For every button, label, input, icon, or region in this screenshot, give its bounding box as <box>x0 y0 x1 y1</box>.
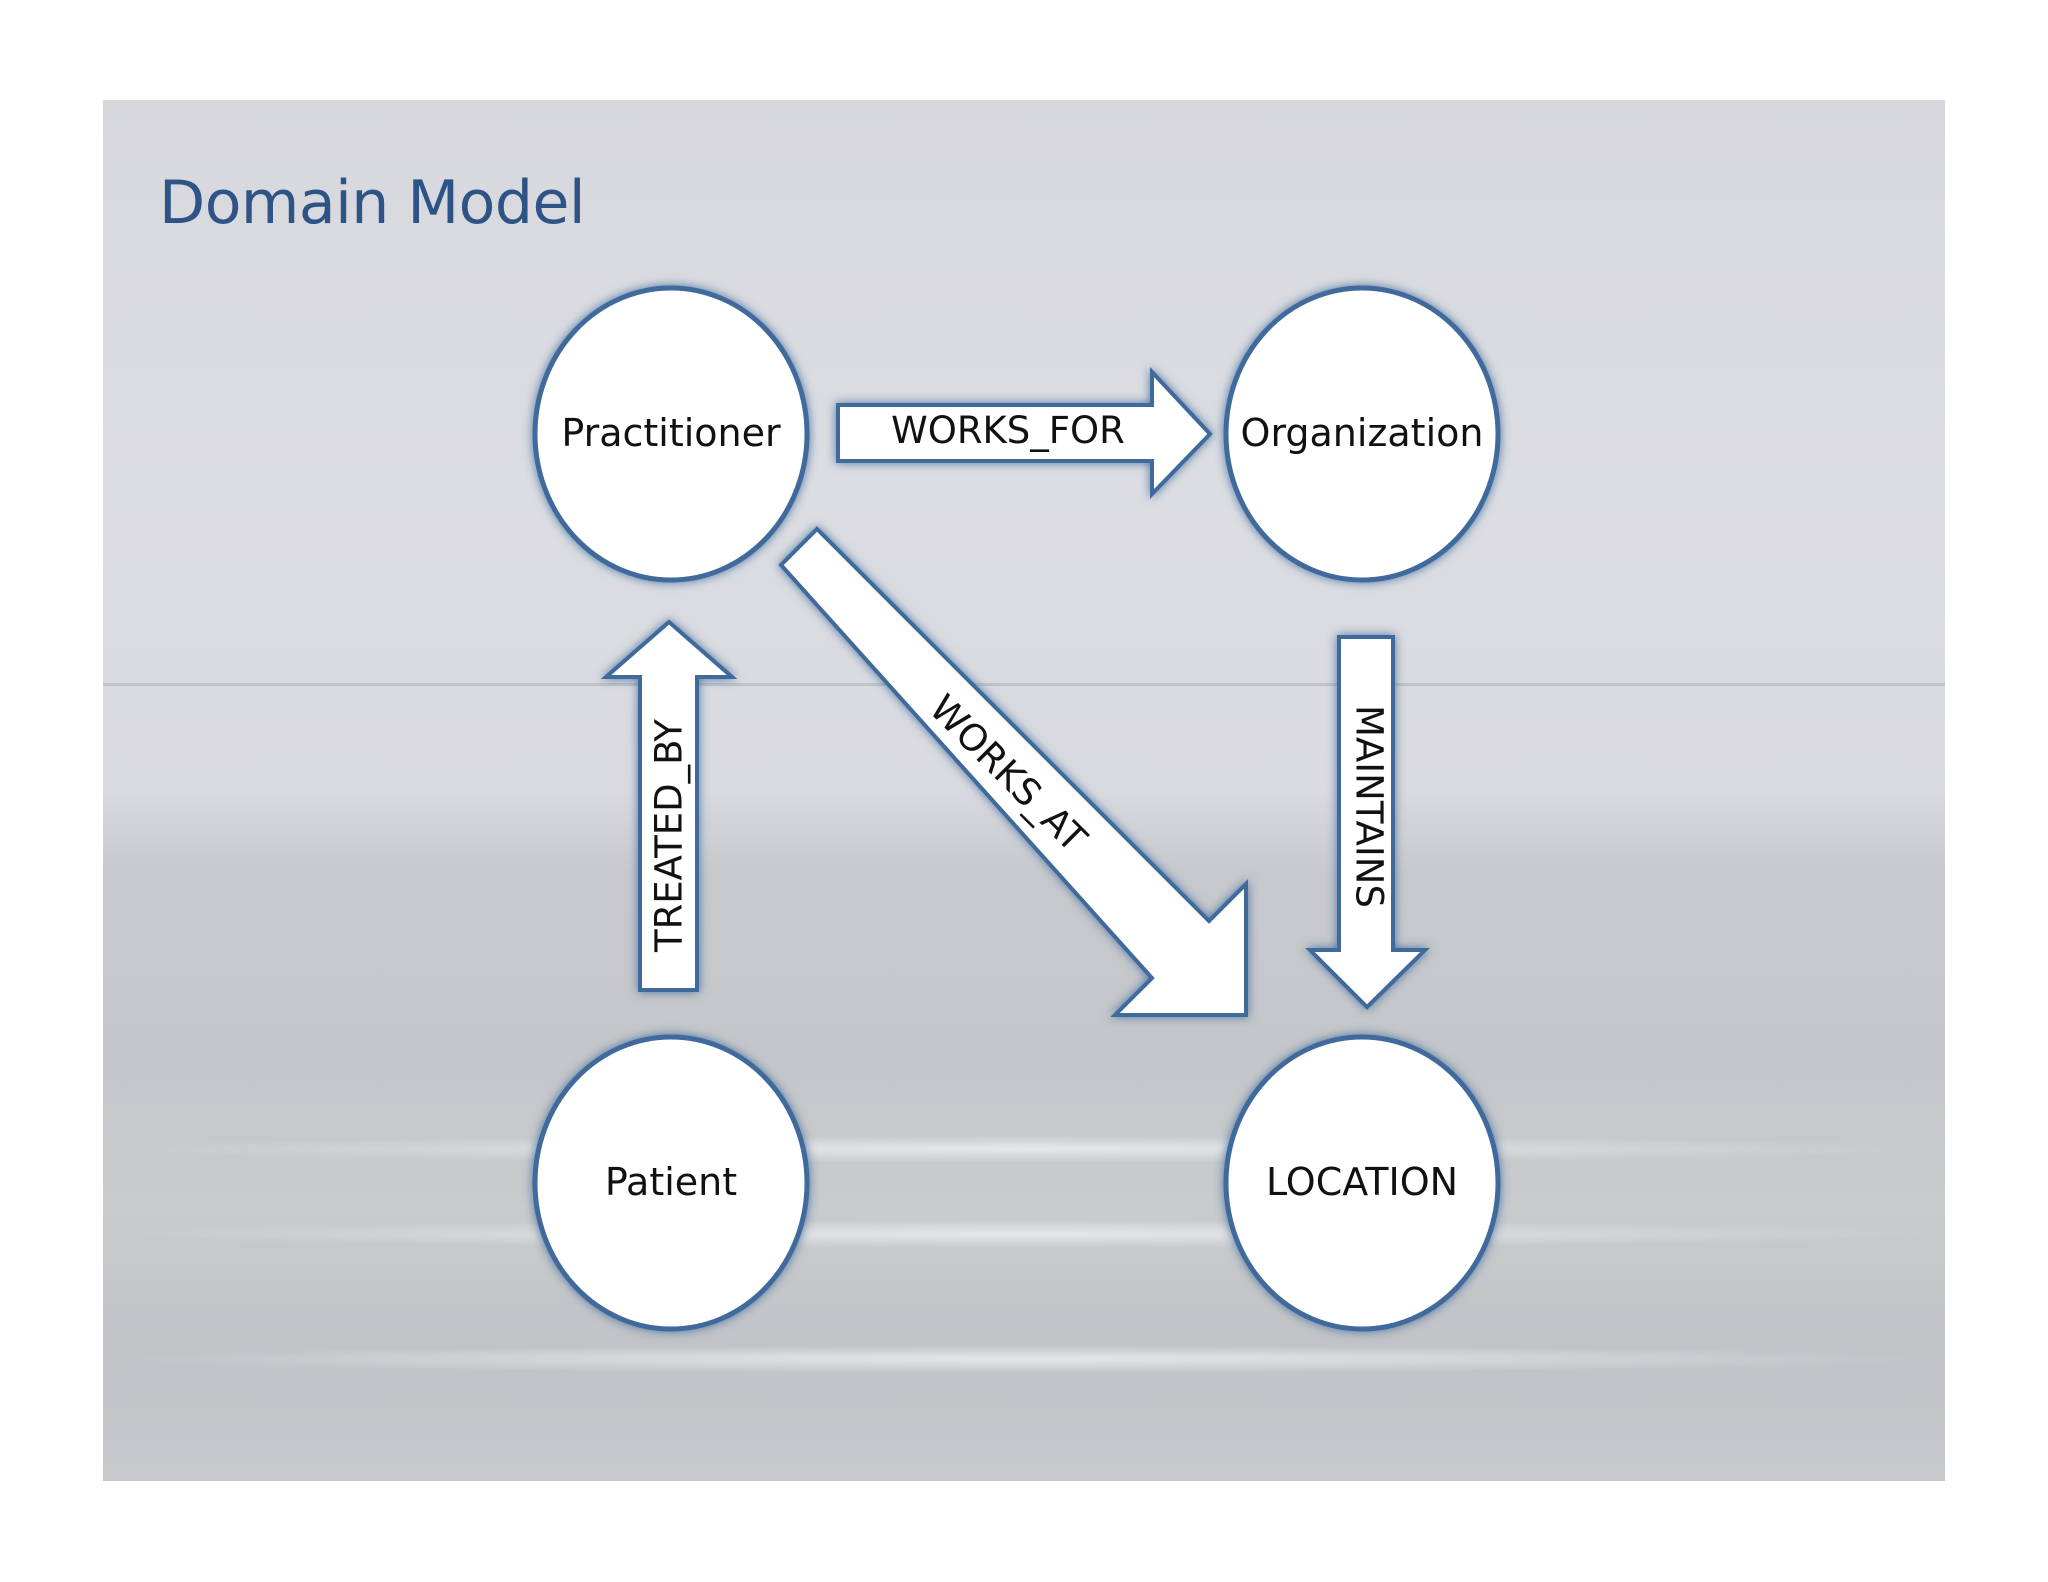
practitioner-label: Practitioner <box>561 411 781 455</box>
organization-label: Organization <box>1240 411 1484 455</box>
location-label: LOCATION <box>1265 1160 1459 1204</box>
horizon-line <box>103 683 1945 686</box>
slide-title: Domain Model <box>159 168 586 238</box>
wave <box>103 1345 1945 1373</box>
works-at-arrow <box>778 526 1248 1017</box>
maintains-arrow <box>1305 635 1430 1010</box>
patient-node <box>532 1034 810 1332</box>
practitioner-node <box>532 285 810 583</box>
treated-by-label: TREATED_BY <box>647 718 691 953</box>
location-node <box>1223 1034 1501 1332</box>
treated-by-arrow <box>600 619 738 992</box>
slide-background <box>103 100 1945 1481</box>
wave <box>103 1220 1945 1248</box>
works-for-label: WORKS_FOR <box>891 409 1125 452</box>
patient-label: Patient <box>604 1160 738 1204</box>
maintains-label: MAINTAINS <box>1347 705 1391 908</box>
organization-node <box>1223 285 1501 583</box>
works-for-arrow <box>836 366 1213 499</box>
wave <box>103 1135 1945 1163</box>
